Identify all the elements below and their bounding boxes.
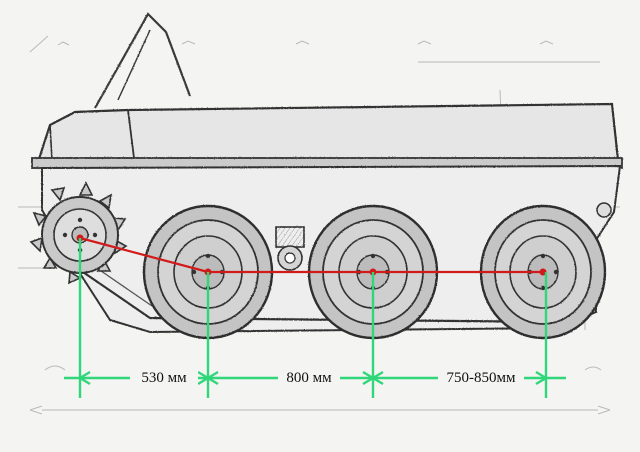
track-line xyxy=(79,269,561,324)
dimension-label-bg-2 xyxy=(278,368,340,386)
dimension-label-sprocket-to-wheel1: 530 мм xyxy=(141,370,187,386)
dimension-label-wheel1-to-wheel2: 800 мм xyxy=(286,370,332,386)
dimension-label-bg-3 xyxy=(438,368,524,386)
dimension-label-wheel2-to-wheel3: 750-850мм xyxy=(447,370,516,386)
tow-hook xyxy=(596,202,612,218)
suspension-bracket xyxy=(275,226,305,248)
axle-link-lines xyxy=(76,234,547,276)
dimension-label-bg-1 xyxy=(130,368,198,386)
windshield-frame xyxy=(94,12,192,109)
upper-body xyxy=(36,102,620,164)
